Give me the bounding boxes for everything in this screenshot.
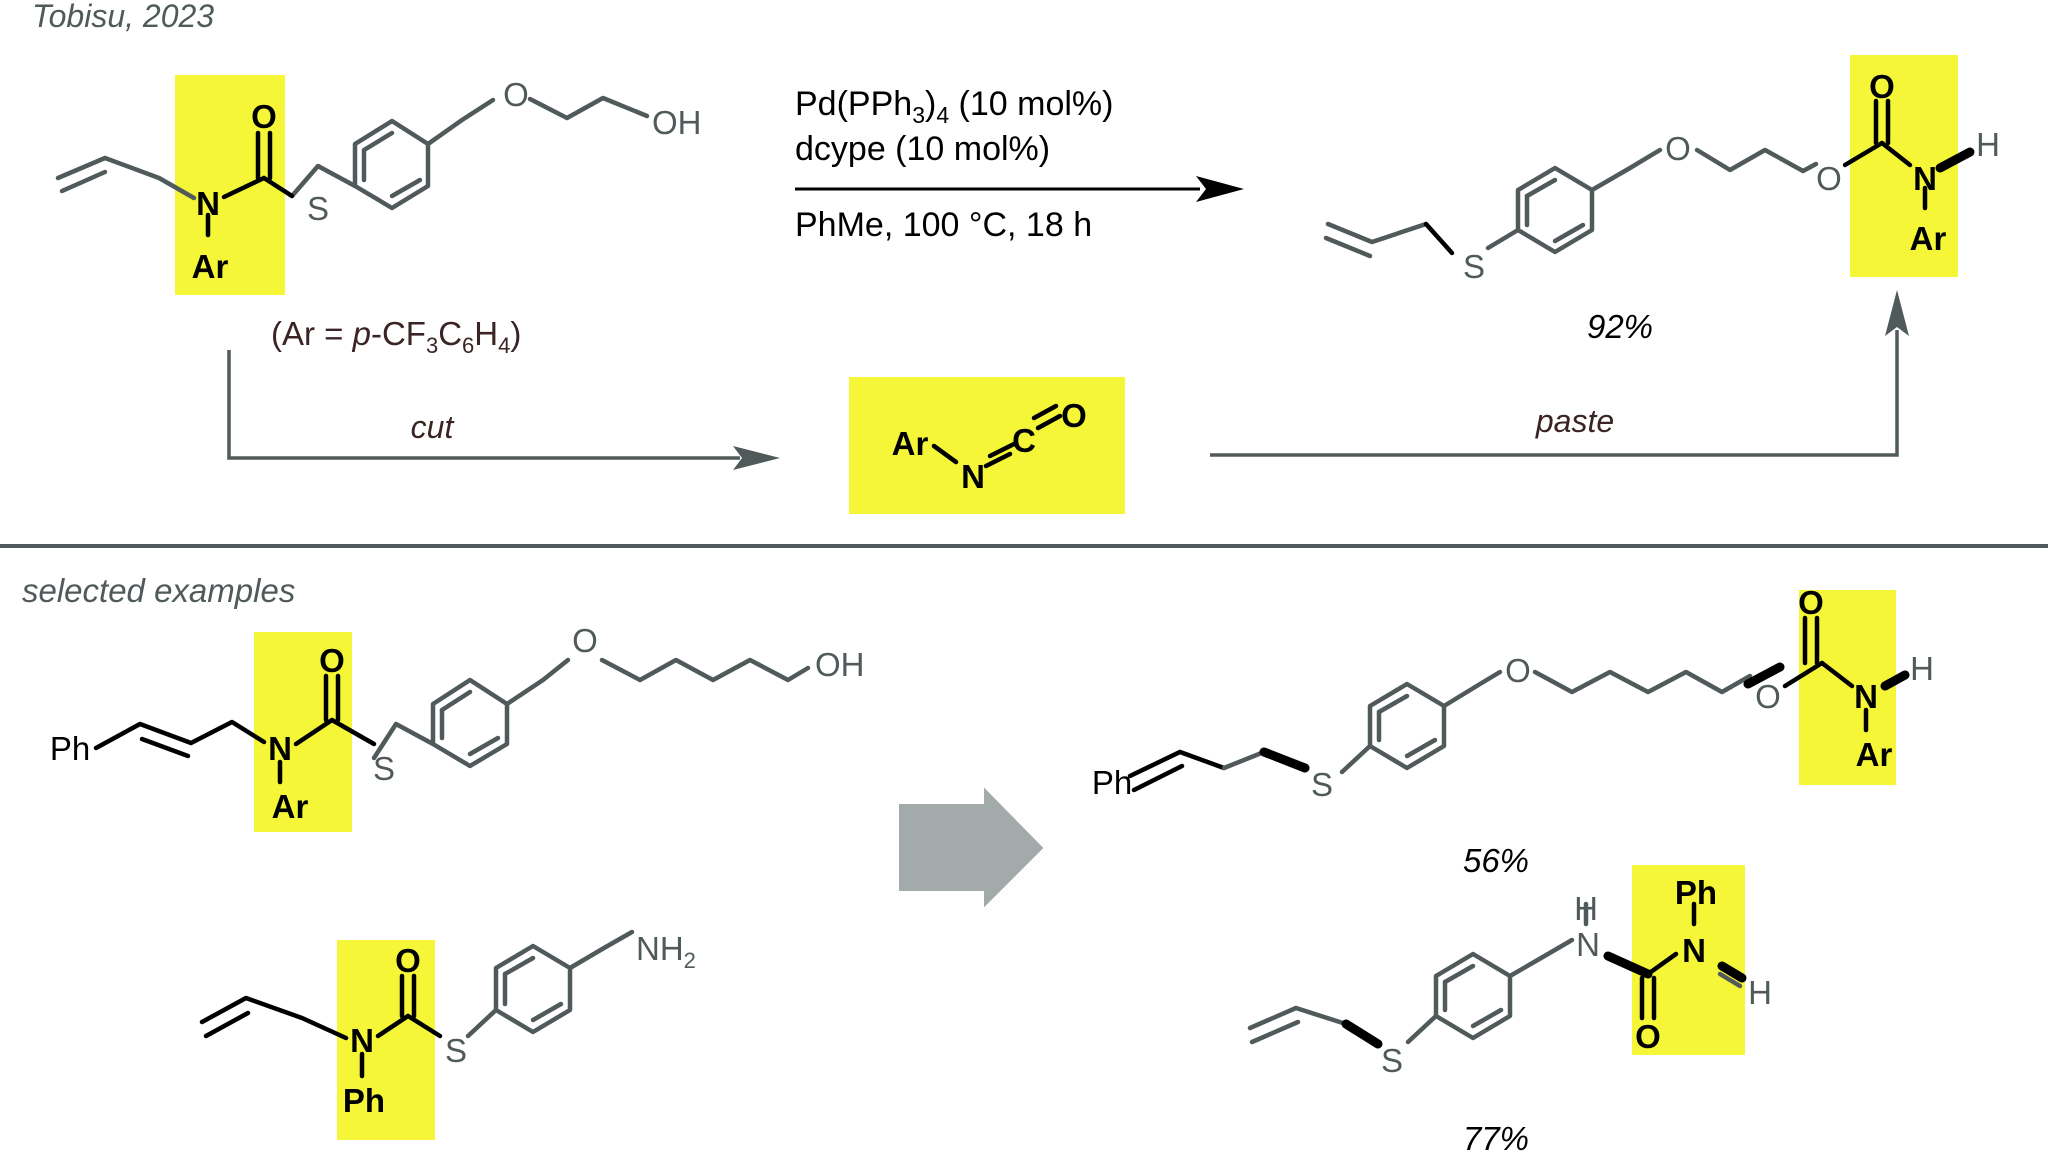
atom-N: N (1682, 932, 1706, 969)
atom-N: N (1913, 160, 1937, 197)
atom-O: O (1061, 397, 1087, 434)
highlight-example2-product (1632, 865, 1745, 1055)
yield-example1: 56% (1463, 842, 1529, 879)
highlight-example2-reactant (337, 940, 435, 1140)
atom-O: O (1635, 1018, 1661, 1055)
top-product: S O O O N H Ar 92% (1323, 68, 2000, 345)
atom-O-carbonyl: O (1798, 584, 1824, 621)
atom-O-carbonyl: O (1869, 68, 1895, 105)
atom-N-left: N (1576, 926, 1600, 963)
aryl-definition: (Ar = p-CF3C6H4) (271, 315, 521, 358)
atom-O: O (251, 98, 277, 135)
paste-label: paste (1535, 403, 1614, 439)
example1-product: Ph S O O O N H Ar 56% (1092, 584, 1934, 879)
conditions-catalyst: Pd(PPh3)4 (10 mol%) (795, 85, 1113, 128)
atom-S: S (445, 1032, 467, 1069)
atom-N: N (268, 730, 292, 767)
atom-Ph: Ph (343, 1082, 385, 1119)
reaction-conditions: Pd(PPh3)4 (10 mol%) dcype (10 mol%) PhMe… (795, 85, 1244, 244)
reaction-arrow-head (1196, 176, 1244, 202)
atom-Ph: Ph (1092, 764, 1132, 801)
selected-examples-title: selected examples (22, 572, 295, 609)
atom-H-left: H (1574, 890, 1598, 927)
atom-H: H (1976, 126, 2000, 163)
conditions-solvent-temp: PhMe, 100 °C, 18 h (795, 206, 1092, 244)
atom-OH: OH (815, 646, 865, 683)
atom-O-ether: O (1505, 652, 1531, 689)
atom-O-ester: O (1816, 160, 1842, 197)
atom-Ar: Ar (1910, 220, 1947, 257)
atom-O: O (319, 642, 345, 679)
atom-Ar: Ar (1856, 736, 1893, 773)
atom-Ar: Ar (272, 788, 309, 825)
top-reactant: O N Ar S O OH (Ar = p-CF3C6H4) (55, 76, 702, 358)
paste-arrow-head (1885, 290, 1909, 336)
highlight-isocyanate (849, 377, 1125, 514)
atom-Ar: Ar (192, 248, 229, 285)
isocyanate: Ar N C O (892, 397, 1087, 495)
highlight-example1-reactant (254, 632, 352, 832)
atom-Ph: Ph (50, 730, 90, 767)
cut-label: cut (411, 409, 455, 445)
atom-O-ether: O (572, 622, 598, 659)
atom-S: S (373, 750, 395, 787)
atom-Ph: Ph (1675, 874, 1717, 911)
atom-O: O (395, 942, 421, 979)
atom-S: S (1381, 1042, 1403, 1079)
atom-N: N (961, 458, 985, 495)
example1-reactant: Ph N Ar O S O OH (50, 622, 865, 825)
atom-N: N (1854, 678, 1878, 715)
atom-O-ether: O (503, 76, 529, 113)
transformation-arrow-fill (900, 790, 1042, 905)
conditions-ligand: dcype (10 mol%) (795, 130, 1050, 168)
atom-N: N (196, 185, 220, 222)
atom-N: N (350, 1022, 374, 1059)
citation-label: Tobisu, 2023 (32, 0, 214, 34)
atom-O-ether: O (1665, 130, 1691, 167)
atom-NH2: NH2 (636, 930, 696, 973)
atom-S: S (1463, 248, 1485, 285)
atom-O-ester: O (1755, 678, 1781, 715)
yield-top: 92% (1587, 308, 1653, 345)
atom-Ar: Ar (892, 425, 929, 462)
atom-S: S (307, 190, 329, 227)
atom-OH: OH (652, 104, 702, 141)
example2-reactant: N Ph O S NH2 (199, 929, 696, 1119)
cut-paste-path: cut paste (227, 290, 1909, 470)
atom-C: C (1012, 422, 1036, 459)
highlight-reactant-carbamoyl (175, 75, 285, 295)
atom-H: H (1748, 974, 1772, 1011)
example2-product: S H N O Ph N H 77% (1247, 874, 1772, 1153)
atom-S: S (1311, 766, 1333, 803)
yield-example2: 77% (1463, 1120, 1529, 1153)
atom-H: H (1910, 650, 1934, 687)
cut-arrow-head (733, 446, 780, 470)
